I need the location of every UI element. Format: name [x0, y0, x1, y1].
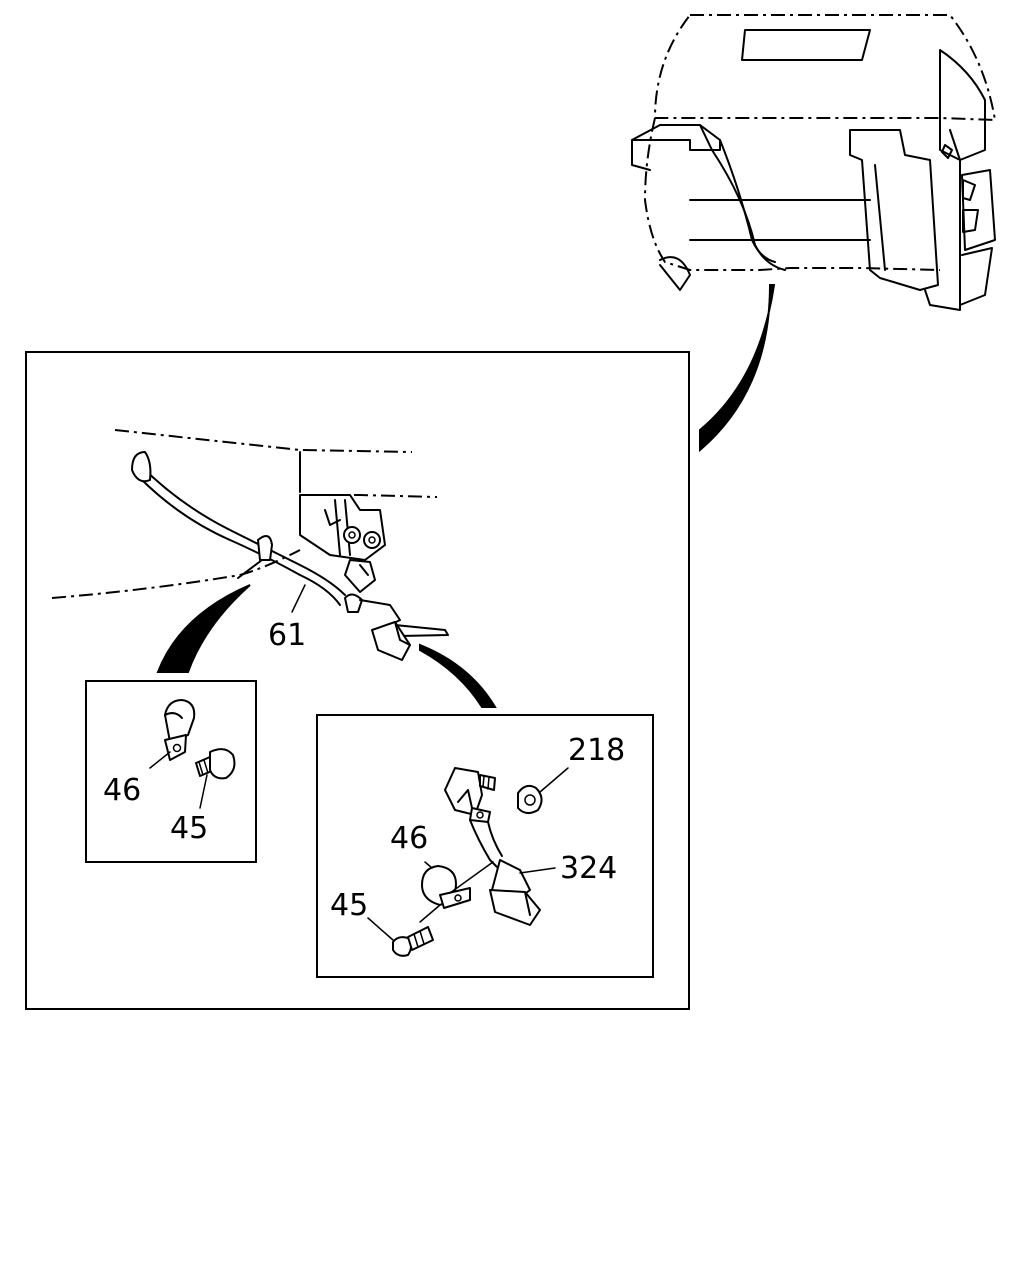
clip-and-bolt-left — [149, 699, 236, 809]
callout-218: 218 — [568, 733, 625, 768]
main-assembly — [51, 429, 449, 661]
callout-46-right: 46 — [390, 821, 428, 856]
leader-arrow-right — [419, 643, 497, 708]
detail-box-right — [316, 714, 654, 978]
leader-arrow-left — [156, 584, 251, 673]
callout-45-right: 45 — [330, 888, 368, 923]
callout-45-left: 45 — [170, 811, 208, 846]
cab-overview — [631, 14, 997, 311]
callout-46-left: 46 — [103, 773, 141, 808]
leader-arrow-cab — [699, 284, 776, 453]
bracket-assembly-right — [367, 767, 569, 957]
callout-324: 324 — [560, 851, 617, 886]
callout-61: 61 — [268, 618, 306, 653]
